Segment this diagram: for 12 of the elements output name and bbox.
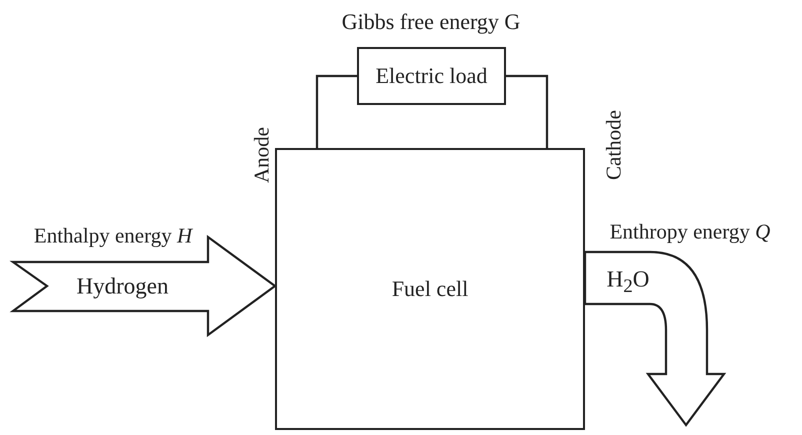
energy-caption: Gibbs free energy G [342, 11, 520, 33]
electrode-label: Anode [252, 127, 272, 183]
edge-label: Hydrogen [76, 274, 168, 298]
energy-caption: Enthalpy energy H [34, 226, 192, 246]
energy-caption: Enthropy energy Q [610, 222, 770, 242]
wire [506, 74, 548, 148]
load-box [357, 47, 506, 105]
node-label: Electric load [376, 63, 488, 89]
electrode-label: Cathode [604, 110, 624, 180]
fuel-cell-box [275, 148, 585, 430]
node-label: Fuel cell [392, 276, 468, 302]
wire [316, 74, 357, 148]
